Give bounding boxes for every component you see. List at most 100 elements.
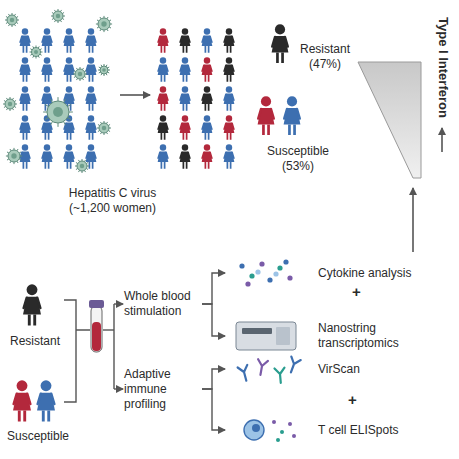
fork-arrow: [114, 303, 123, 304]
antibody-symbol: [256, 359, 268, 376]
figure-legs: [161, 133, 164, 140]
figure-head: [88, 28, 94, 34]
figure-arms: [20, 152, 30, 158]
figure-arms: [24, 298, 41, 308]
connector-arrow: [202, 369, 225, 389]
woman-figure: [37, 380, 55, 421]
nanostring-machine: [236, 322, 296, 350]
figure-dress: [158, 65, 169, 75]
readout-step: Nanostring transcriptomics: [226, 318, 438, 354]
figure-legs: [183, 46, 186, 53]
figure-dress: [42, 152, 53, 162]
virus-particle: [30, 46, 43, 59]
figure-dress: [86, 94, 97, 104]
figure-head: [204, 28, 210, 34]
virus-spikes: [75, 159, 89, 173]
node-text: Whole blood stimulation: [124, 289, 202, 319]
figure-legs: [67, 75, 70, 82]
figure-head: [88, 86, 94, 92]
woman-figure: [86, 28, 97, 53]
virus-core: [53, 107, 63, 117]
figure-arms: [20, 123, 30, 129]
woman-figure: [180, 86, 191, 111]
woman-figure: [20, 28, 31, 53]
virus-capsid: [98, 18, 110, 30]
figure-dress: [180, 36, 191, 46]
virus-capsid: [8, 150, 20, 162]
figure-dress: [86, 36, 97, 46]
figure-dress: [224, 123, 235, 133]
fork-line: [103, 329, 114, 330]
figure-head: [44, 28, 50, 34]
figure-legs: [277, 53, 282, 64]
virus-capsid: [99, 123, 109, 133]
node-text: Cytokine analysis: [318, 266, 436, 281]
figure-dress: [158, 152, 169, 162]
figure-legs: [227, 133, 230, 140]
virus-core: [10, 18, 15, 23]
flow-arrow: [120, 94, 150, 96]
figure-head: [22, 86, 28, 92]
virus-particle: [96, 16, 112, 32]
figure-legs: [205, 104, 208, 111]
rotated-title: Type I Interferon: [436, 17, 451, 118]
figure-head: [27, 284, 38, 295]
figure-head: [226, 57, 232, 63]
figure-arms: [158, 36, 168, 42]
woman-figure: [224, 86, 235, 111]
virus-particle: [6, 148, 22, 164]
woman-figure: [42, 144, 53, 169]
figure-dress: [20, 65, 31, 75]
figure-head: [41, 380, 52, 391]
figure-arms: [180, 94, 190, 100]
node-text: VirScan: [318, 362, 436, 377]
figure-legs: [205, 46, 208, 53]
cytokine-dot: [245, 281, 250, 286]
figure-arms: [202, 123, 212, 129]
figure-arms: [14, 394, 31, 404]
virus-particle: [98, 64, 110, 76]
figure-legs: [43, 410, 48, 421]
figure-head: [66, 57, 72, 63]
readout-step: VirScan: [226, 354, 438, 384]
increase-arrow: [441, 128, 443, 152]
virus-core: [102, 68, 106, 72]
figure-dress: [224, 36, 235, 46]
tube-body: [91, 306, 102, 352]
woman-figure: [284, 96, 301, 135]
figure-dress: [86, 152, 97, 162]
woman-figure: [64, 28, 75, 53]
figure-legs: [263, 125, 268, 136]
node-text: Resistant: [4, 334, 66, 349]
figure-legs: [45, 133, 48, 140]
readout-step: Cytokine analysis: [226, 258, 438, 288]
figure-dress: [64, 65, 75, 75]
figure-legs: [161, 46, 164, 53]
figure-head: [44, 144, 50, 150]
woman-figure: [42, 57, 53, 82]
figure-head: [182, 86, 188, 92]
virus-capsid: [53, 11, 63, 21]
figure-arms: [86, 94, 96, 100]
figure-head: [226, 144, 232, 150]
woman-figure: [158, 57, 169, 82]
cytokine-dot: [287, 275, 292, 280]
cytokine-dot: [283, 259, 288, 264]
figure-dress: [202, 36, 213, 46]
figure-legs: [183, 162, 186, 169]
virus-particle: [5, 13, 19, 27]
figure-dress: [64, 94, 75, 104]
figure-legs: [89, 162, 92, 169]
figure-arms: [42, 36, 52, 42]
plus-sign: +: [348, 391, 357, 408]
tube-blood: [92, 322, 101, 351]
figure-arms: [86, 152, 96, 158]
figure-head: [44, 57, 50, 63]
readout-step: T cell ELISpots: [226, 415, 438, 445]
figure-dress: [202, 123, 213, 133]
figure-arms: [224, 36, 234, 42]
figure-arms: [158, 94, 168, 100]
node-text: Susceptible (53%): [262, 144, 334, 174]
